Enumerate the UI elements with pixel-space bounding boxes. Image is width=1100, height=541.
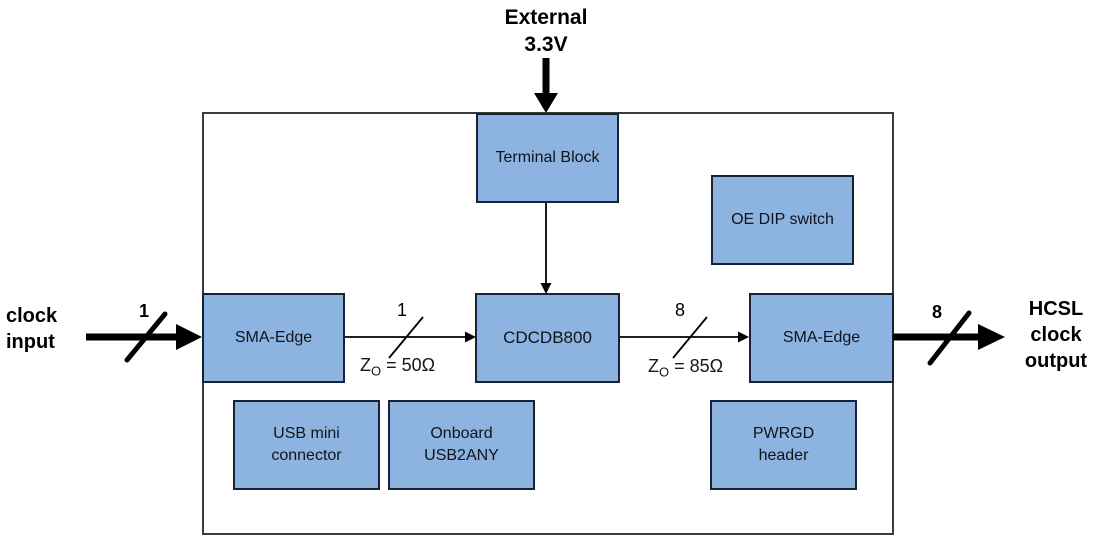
block-sma-edge-output: SMA-Edge bbox=[749, 293, 894, 383]
clock-input-label: clock input bbox=[6, 305, 58, 353]
z-subscript: O bbox=[659, 364, 670, 380]
block-pwrgd-header: PWRGD header bbox=[710, 400, 857, 490]
block-onboard-usb2any: Onboard USB2ANY bbox=[388, 400, 535, 490]
z-symbol: Z bbox=[360, 355, 371, 375]
impedance-label-output: ZO= 85Ω bbox=[648, 356, 724, 380]
impedance-value-output: = 85Ω bbox=[674, 356, 724, 376]
block-terminal-block: Terminal Block bbox=[476, 113, 619, 203]
bus-width-label-internal-output: 8 bbox=[674, 300, 685, 320]
bus-width-label-input: 1 bbox=[138, 301, 149, 321]
external-supply-label: External 3.3V bbox=[504, 6, 588, 57]
bus-width-label-output: 8 bbox=[931, 302, 942, 322]
z-symbol: Z bbox=[648, 356, 659, 376]
block-cdcdb800: CDCDB800 bbox=[475, 293, 620, 383]
block-sma-edge-input: SMA-Edge bbox=[202, 293, 345, 383]
bus-width-label-internal-input: 1 bbox=[396, 300, 407, 320]
z-subscript: O bbox=[371, 363, 382, 379]
block-oe-dip-switch: OE DIP switch bbox=[711, 175, 854, 265]
block-usb-mini-connector: USB mini connector bbox=[233, 400, 380, 490]
external-supply-arrow bbox=[534, 58, 558, 113]
impedance-label-input: ZO= 50Ω bbox=[360, 355, 436, 379]
hcsl-clock-output-label: HCSL clock output bbox=[1024, 298, 1088, 372]
impedance-value-input: = 50Ω bbox=[386, 355, 436, 375]
